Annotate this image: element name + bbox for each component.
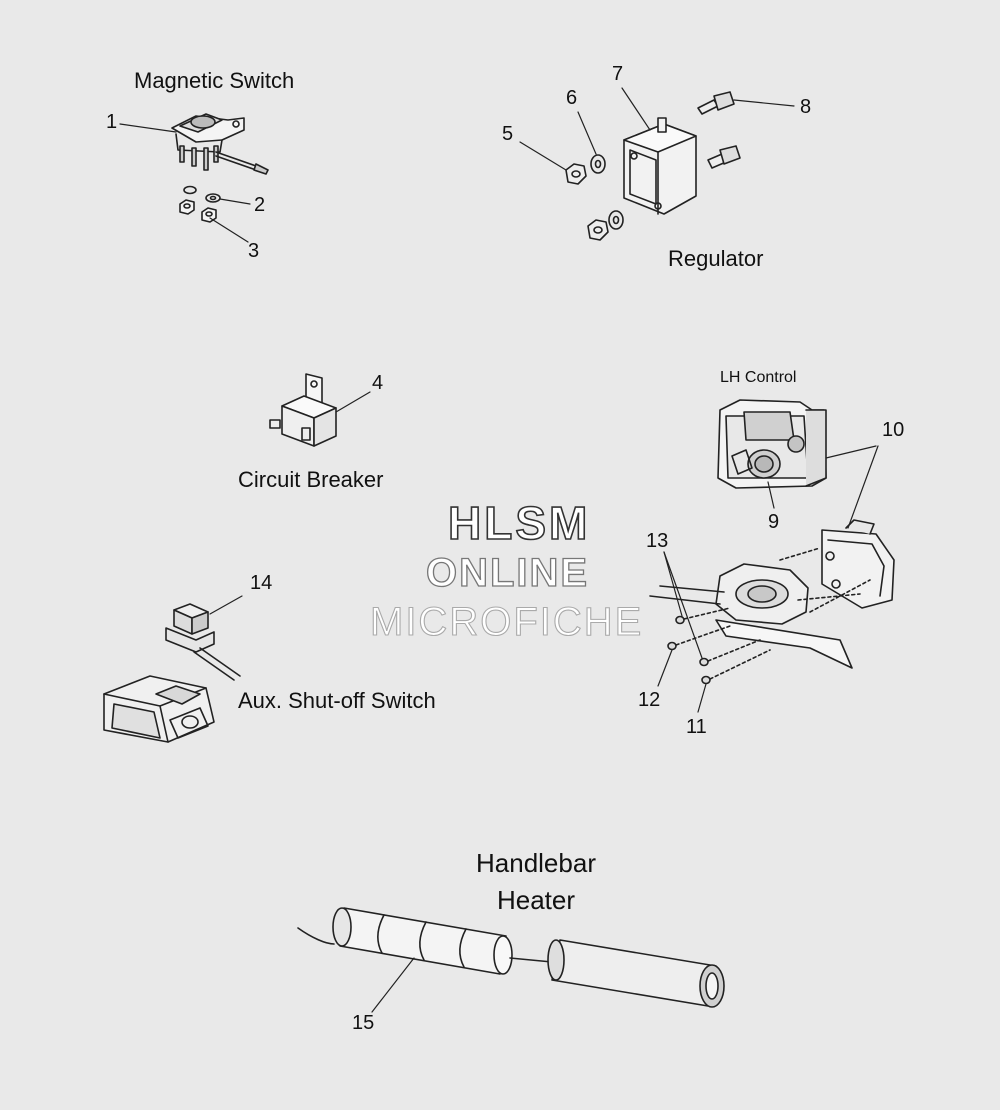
watermark-line-2: ONLINE	[425, 551, 590, 595]
aux-switch-housing-part	[103, 675, 215, 743]
callout-14: 14	[250, 572, 273, 594]
aux-shutoff-switch-part	[165, 603, 241, 681]
regulator-title: Regulator	[668, 246, 764, 271]
callout-2: 2	[254, 194, 266, 216]
callout-11: 11	[686, 716, 707, 738]
washer-6-part	[590, 154, 624, 230]
callout-7: 7	[612, 63, 624, 85]
handlebar-heater-title-line2: Heater	[496, 885, 576, 915]
lh-control-assembly-part	[649, 519, 895, 669]
watermark-line-3: MICROFICHE	[369, 600, 644, 644]
callout-6: 6	[566, 87, 578, 109]
callout-3: 3	[248, 240, 260, 262]
callout-1: 1	[106, 111, 118, 133]
handlebar-heater-sleeve-part	[547, 939, 725, 1008]
watermark-line-1: HLSM	[447, 497, 591, 549]
aux-shutoff-switch-title: Aux. Shut-off Switch	[238, 688, 436, 713]
nut-3-part	[179, 199, 217, 223]
circuit-breaker-part	[269, 373, 337, 447]
handlebar-heater-title-line1: Handlebar	[476, 848, 596, 878]
callout-5: 5	[502, 123, 514, 145]
callout-8: 8	[800, 96, 812, 118]
callout-13: 13	[646, 530, 669, 552]
callout-9: 9	[768, 511, 780, 533]
callout-10: 10	[882, 419, 905, 441]
handlebar-heater-element-part	[297, 907, 553, 975]
magnetic-switch-title: Magnetic Switch	[134, 68, 295, 93]
washer-2-part	[183, 185, 221, 203]
screw-11-12-13-part	[667, 607, 771, 685]
callout-4: 4	[372, 372, 384, 394]
magnetic-switch-part	[171, 113, 269, 175]
nut-5-part	[565, 163, 609, 241]
circuit-breaker-title: Circuit Breaker	[238, 467, 384, 492]
callout-12: 12	[638, 689, 661, 711]
lh-control-housing-part	[717, 399, 827, 489]
regulator-part	[623, 117, 697, 215]
bolt-8-part	[697, 91, 741, 169]
lh-control-title: LH Control	[720, 369, 797, 386]
callout-15: 15	[352, 1012, 375, 1034]
